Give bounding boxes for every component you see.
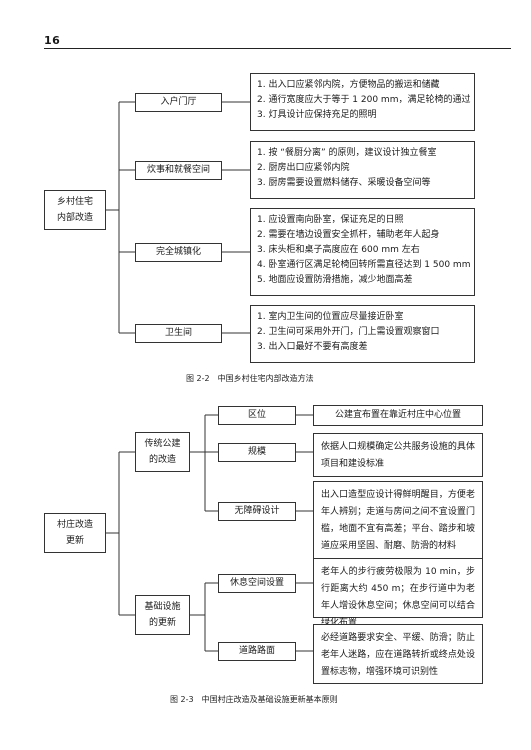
fig1-detail-2: 1. 按 “餐厨分离” 的原则，建议设计独立餐室 2. 厨房出口应紧邻内院 3.… bbox=[250, 141, 475, 199]
fig2-root-box: 村庄改造 更新 bbox=[44, 513, 106, 553]
fig2-desc-3: 出入口造型应设计得鲜明醒目，方便老年人辨别；走道与房间之间不宜设置门槛，地面不宜… bbox=[313, 481, 483, 561]
fig1-category-4: 卫生间 bbox=[135, 324, 222, 343]
fig1-root-line-2: 内部改造 bbox=[56, 213, 93, 223]
fig2-desc-5: 必经道路要求安全、平缓、防滑；防止老年人迷路，应在道路转折或终点处设置标志物，增… bbox=[313, 624, 483, 684]
fig1-detail-3-item-1: 1. 应设置南向卧室，保证充足的日照 bbox=[257, 215, 404, 225]
fig2-sub-4: 休息空间设置 bbox=[218, 574, 296, 593]
fig2-group-1-line-2: 的改造 bbox=[148, 455, 176, 465]
page-number: 16 bbox=[44, 34, 61, 47]
fig2-desc-2: 依据人口规模确定公共服务设施的具体项目和建设标准 bbox=[313, 433, 483, 477]
fig2-sub-2: 规模 bbox=[218, 443, 296, 462]
fig1-detail-3: 1. 应设置南向卧室，保证充足的日照 2. 需要在墙边设置安全抓杆，辅助老年人起… bbox=[250, 208, 475, 296]
fig1-caption: 图 2-2 中国乡村住宅内部改造方法 bbox=[186, 374, 314, 383]
fig1-detail-2-item-3: 3. 厨房需要设置燃料储存、采暖设备空间等 bbox=[257, 178, 431, 188]
fig2-group-2-line-1: 基础设施 bbox=[144, 602, 181, 612]
fig1-detail-1-item-2: 2. 通行宽度应大于等于 1 200 mm，满足轮椅的通过 bbox=[257, 95, 471, 105]
fig1-detail-4-item-2: 2. 卫生间可采用外开门，门上需设置观察窗口 bbox=[257, 327, 440, 337]
header-rule bbox=[44, 48, 511, 49]
fig1-detail-1: 1. 出入口应紧邻内院，方便物品的搬运和储藏 2. 通行宽度应大于等于 1 20… bbox=[250, 73, 475, 131]
fig2-desc-1: 公建宜布置在靠近村庄中心位置 bbox=[313, 405, 483, 426]
fig1-root-line-1: 乡村住宅 bbox=[56, 197, 93, 207]
fig2-sub-5: 道路路面 bbox=[218, 642, 296, 661]
fig2-group-2-line-2: 的更新 bbox=[148, 618, 176, 628]
fig1-detail-2-item-1: 1. 按 “餐厨分离” 的原则，建议设计独立餐室 bbox=[257, 148, 437, 158]
fig1-detail-4: 1. 室内卫生间的位置应尽量接近卧室 2. 卫生间可采用外开门，门上需设置观察窗… bbox=[250, 305, 475, 363]
fig1-category-1: 入户门厅 bbox=[135, 93, 222, 112]
fig1-detail-1-item-3: 3. 灯具设计应保持充足的照明 bbox=[257, 110, 377, 120]
fig1-detail-4-item-3: 3. 出入口最好不要有高度差 bbox=[257, 342, 368, 352]
fig2-group-1: 传统公建 的改造 bbox=[135, 432, 190, 472]
fig2-caption: 图 2-3 中国村庄改造及基础设施更新基本原则 bbox=[170, 695, 338, 704]
fig1-detail-3-item-2: 2. 需要在墙边设置安全抓杆，辅助老年人起身 bbox=[257, 230, 440, 240]
fig1-category-3: 完全城镇化 bbox=[135, 243, 222, 262]
fig2-root-line-1: 村庄改造 bbox=[56, 520, 93, 530]
fig1-detail-4-item-1: 1. 室内卫生间的位置应尽量接近卧室 bbox=[257, 312, 404, 322]
fig2-group-1-line-1: 传统公建 bbox=[144, 439, 181, 449]
fig1-root-box: 乡村住宅 内部改造 bbox=[44, 190, 106, 230]
fig2-root-line-2: 更新 bbox=[65, 536, 84, 546]
fig1-detail-3-item-5: 5. 地面应设置防滑措施，减少地面高差 bbox=[257, 275, 413, 285]
fig1-detail-3-item-3: 3. 床头柜和桌子高度应在 600 mm 左右 bbox=[257, 245, 420, 255]
fig1-detail-2-item-2: 2. 厨房出口应紧邻内院 bbox=[257, 163, 350, 173]
fig1-detail-1-item-1: 1. 出入口应紧邻内院，方便物品的搬运和储藏 bbox=[257, 80, 440, 90]
fig2-sub-3: 无障碍设计 bbox=[218, 502, 296, 521]
fig2-group-2: 基础设施 的更新 bbox=[135, 595, 190, 635]
fig2-sub-1: 区位 bbox=[218, 406, 296, 425]
fig1-detail-3-item-4: 4. 卧室通行区满足轮椅回转所需直径达到 1 500 mm bbox=[257, 260, 471, 270]
fig2-desc-4: 老年人的步行疲劳极限为 10 min，步行距离大约 450 m；在步行道中为老年… bbox=[313, 558, 483, 628]
fig1-category-2: 炊事和就餐空间 bbox=[135, 161, 222, 180]
